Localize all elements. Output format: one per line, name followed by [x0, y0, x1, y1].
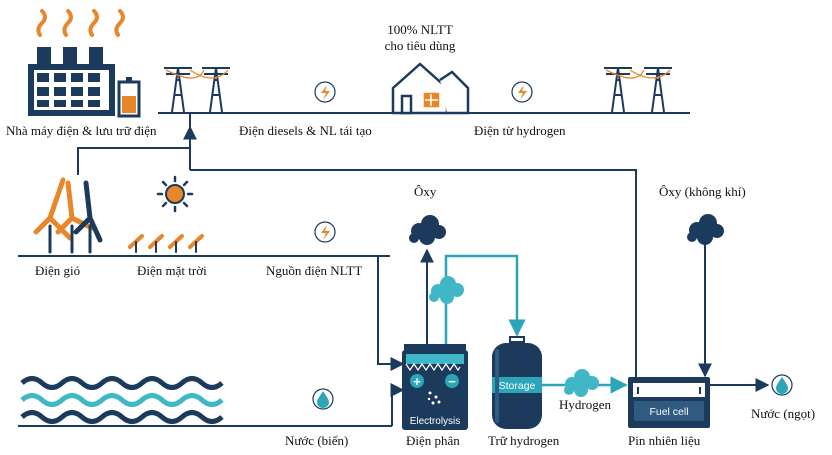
- waves-icon: [20, 376, 224, 424]
- consumption-label-line2: cho tiêu dùng: [384, 38, 456, 53]
- storage-device-label: Storage: [499, 380, 536, 392]
- consumption-label-line1: 100% NLTT: [387, 22, 453, 37]
- hydrogen-power-label: Điện từ hydrogen: [474, 123, 566, 138]
- seawater-label: Nước (biển): [285, 433, 349, 448]
- electrolysis-label: Điện phân: [406, 433, 460, 448]
- electrolyzer-icon: + − Electrolysis: [402, 344, 468, 430]
- power-plant-label: Nhà máy điện & lưu trữ điện: [6, 123, 157, 138]
- battery-icon: [117, 77, 141, 118]
- fuel-cell-icon: Fuel cell: [628, 377, 710, 428]
- hydrogen-label: Hydrogen: [559, 397, 611, 412]
- hydrogen-storage-label: Trữ hydrogen: [488, 433, 560, 448]
- power-pylon-icon: [604, 67, 672, 113]
- solar-panel-icon: [128, 234, 204, 253]
- oxygen-cloud-icon: [409, 215, 446, 245]
- wind-turbine-icon: [33, 177, 103, 254]
- electrolysis-plus-sign: +: [413, 374, 421, 389]
- oxygen-air-label: Ôxy (không khí): [659, 184, 746, 199]
- house-icon: [391, 62, 470, 115]
- fresh-water-label: Nước (ngọt): [751, 406, 816, 421]
- wind-label: Điện gió: [35, 263, 81, 278]
- hydrogen-cloud-icon: [429, 276, 464, 304]
- power-pylon-icon: [164, 67, 230, 113]
- hydrogen-cloud-icon: [564, 369, 599, 397]
- fuel-cell-label: Pin nhiên liệu: [628, 433, 701, 448]
- renewables-to-grid-line: [77, 147, 190, 175]
- diesel-renewable-label: Điện diesels & NL tái tạo: [239, 123, 372, 138]
- fuel-cell-device-label: Fuel cell: [649, 406, 688, 418]
- water-to-electrolysis-arrow: [390, 383, 405, 426]
- renewable-to-electrolysis-arrow: [377, 256, 405, 371]
- hydrogen-to-storage-arrow: [444, 254, 526, 346]
- solar-label: Điện mặt trời: [137, 263, 207, 278]
- lightning-icon: [314, 221, 336, 243]
- renewable-source-label: Nguồn điện NLTT: [266, 263, 363, 278]
- lightning-icon: [314, 81, 336, 103]
- oxygen-cloud-icon: [687, 214, 724, 245]
- electrolysis-minus-sign: −: [448, 374, 456, 389]
- lightning-icon: [511, 81, 533, 103]
- water-drop-icon: [312, 388, 334, 410]
- electrolysis-device-label: Electrolysis: [410, 416, 461, 427]
- water-drop-icon: [771, 374, 793, 396]
- hydrogen-power-return-line: [190, 169, 637, 381]
- storage-tank-icon: Storage: [492, 336, 542, 429]
- sun-icon: [156, 175, 194, 213]
- factory-icon: [28, 9, 125, 116]
- oxygen-label: Ôxy: [414, 184, 437, 199]
